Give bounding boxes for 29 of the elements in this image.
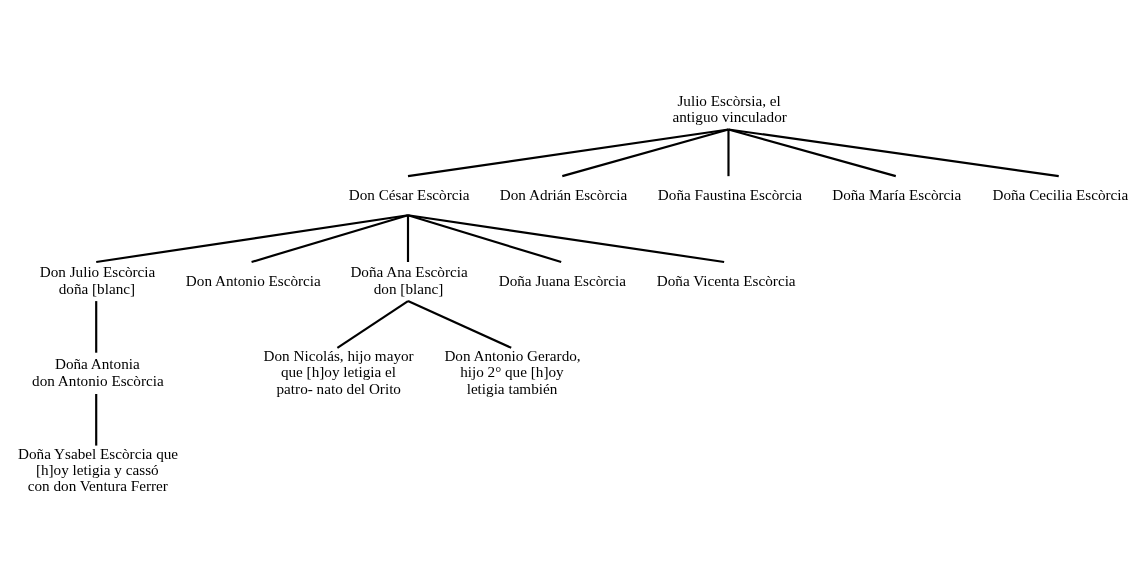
node-text: Don Nicolás, hijo mayor que [h]oy letigia el patro- nato del Orito	[263, 347, 414, 397]
connector	[336, 300, 409, 349]
connector	[561, 128, 729, 178]
node-text: Doña María Escòrcia	[832, 185, 962, 203]
connector	[96, 214, 409, 264]
node-text: Doña Vicenta Escòrcia	[656, 271, 796, 289]
connector	[406, 215, 410, 262]
node-text: Doña Antonia don Antonio Escòrcia	[32, 355, 164, 389]
connector	[728, 128, 897, 178]
node-text: Julio Escòrsia, el antiguo vinculador	[672, 91, 787, 126]
connector	[407, 300, 512, 349]
node-text: Doña Cecilia Escòrcia	[992, 185, 1129, 203]
connector	[95, 301, 98, 353]
node-text: Don Antonio Gerardo, hijo 2° que [h]oy letigia también	[444, 347, 581, 397]
node-text: Don Julio Escòrcia doña [blanc]	[39, 263, 156, 297]
connector	[407, 214, 562, 264]
node-text: Doña Faustina Escòrcia	[657, 185, 803, 203]
connector	[95, 394, 98, 446]
node-text: Doña Ysabel Escòrcia que [h]oy letigia y cassó con don Ventura Ferrer	[17, 444, 179, 495]
node-text: Don Antonio Escòrcia	[185, 271, 321, 289]
node-text: Don Adrián Escòrcia	[499, 185, 628, 203]
connector	[727, 129, 730, 177]
connector	[251, 214, 409, 264]
connector	[407, 128, 729, 178]
node-text: Doña Juana Escòrcia	[498, 271, 627, 289]
connector	[407, 214, 725, 264]
node-text: Doña Ana Escòrcia don [blanc]	[350, 263, 468, 297]
connector	[728, 128, 1059, 178]
node-text: Don César Escòrcia	[348, 185, 470, 203]
